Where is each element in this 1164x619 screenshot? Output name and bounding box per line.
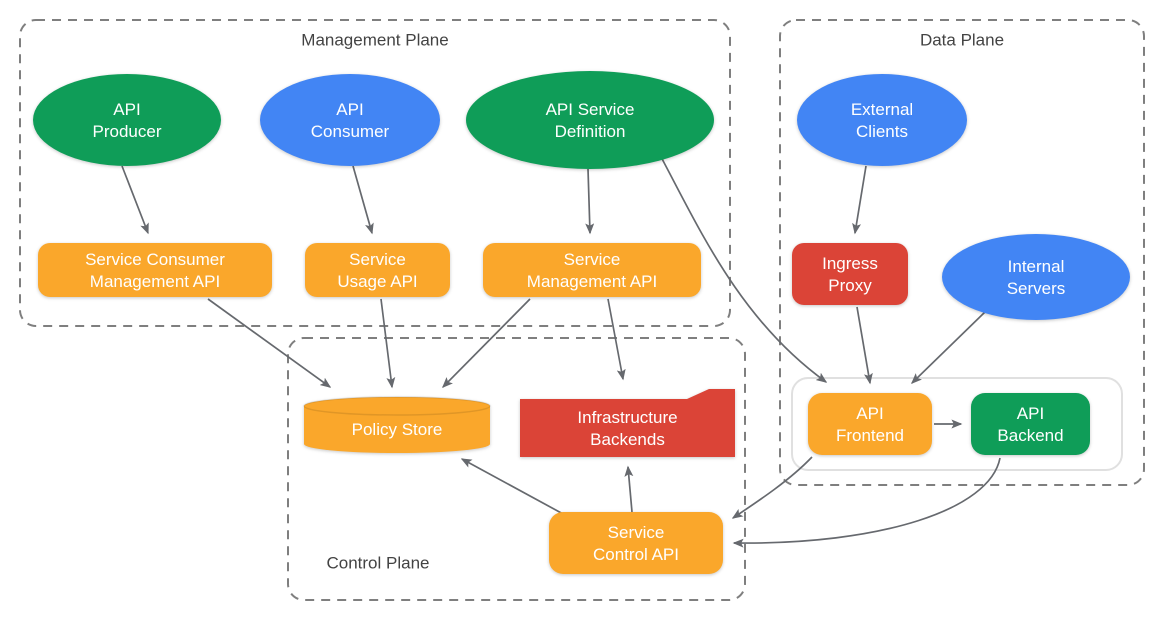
node-service-usage-api[interactable] [305, 243, 450, 297]
node-service-consumer-management-api[interactable] [38, 243, 272, 297]
edge-service-control-api-to-policy-store [460, 458, 566, 516]
control-plane-label: Control Plane [326, 553, 429, 572]
control-plane [287, 337, 746, 601]
node-api-producer[interactable] [33, 74, 221, 166]
edge-api-backend-to-service-control-api [732, 457, 1001, 548]
edge-consumer-mgmt-api-to-policy-store [207, 298, 332, 388]
group-containers [791, 377, 1123, 471]
edge-producer-to-consumer-mgmt-api [121, 165, 149, 235]
node-external-clients[interactable] [797, 74, 967, 166]
edge-definition-to-api-frontend [659, 154, 828, 383]
management-plane-label: Management Plane [301, 30, 448, 49]
data-plane-label: Data Plane [920, 30, 1004, 49]
edge-consumer-to-usage-api [352, 165, 374, 235]
edge-definition-to-management-api [585, 168, 595, 235]
edge-api-frontend-to-service-control-api [731, 456, 813, 519]
node-policy-store[interactable] [303, 396, 491, 453]
node-api-backend[interactable] [971, 393, 1090, 455]
management-plane [19, 19, 731, 327]
edge-service-control-api-to-infra-backends [624, 465, 634, 513]
node-api-frontend[interactable] [808, 393, 932, 455]
edge-external-clients-to-ingress-proxy [852, 165, 867, 235]
policy-store-label: Policy Store [352, 420, 443, 439]
edge-management-api-to-infra-backends [607, 298, 626, 381]
node-ingress-proxy[interactable] [792, 243, 908, 305]
node-infrastructure-backends[interactable] [520, 389, 735, 457]
data-plane [779, 19, 1145, 486]
node-api-consumer[interactable] [260, 74, 440, 166]
edge-ingress-proxy-to-api-frontend [856, 306, 873, 385]
edge-internal-servers-to-api-frontend [910, 311, 986, 384]
node-internal-servers[interactable] [942, 234, 1130, 320]
edges [121, 154, 1001, 548]
edge-usage-api-to-policy-store [380, 298, 396, 389]
api-gateway-group [791, 377, 1123, 471]
node-api-service-definition[interactable] [466, 71, 714, 169]
edge-management-api-to-policy-store [442, 298, 531, 388]
node-service-management-api[interactable] [483, 243, 701, 297]
node-service-control-api[interactable] [549, 512, 723, 574]
plane-containers [19, 19, 1145, 601]
